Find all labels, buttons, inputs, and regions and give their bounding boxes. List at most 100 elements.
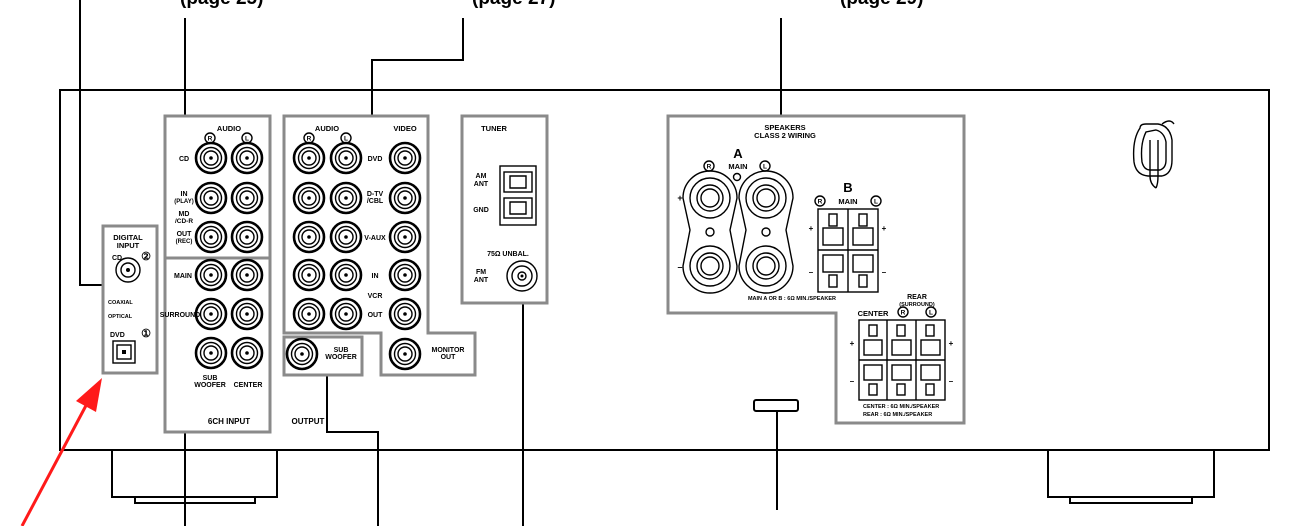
right-foot bbox=[1047, 450, 1215, 504]
digital-input-title-2: INPUT bbox=[117, 241, 140, 250]
sub-out-label: SUB bbox=[334, 347, 349, 354]
av-vcr-out-audio-l-jack[interactable] bbox=[329, 297, 363, 331]
coaxial-jack[interactable] bbox=[115, 257, 141, 283]
optical-jack[interactable] bbox=[112, 340, 136, 364]
svg-text:R: R bbox=[208, 136, 213, 143]
speakers-a-main: MAIN bbox=[728, 162, 747, 171]
center-rear-terminal-block[interactable] bbox=[858, 319, 946, 401]
speaker-a-right-terminal[interactable] bbox=[682, 170, 738, 294]
speakers-section-outline bbox=[666, 114, 966, 425]
optical-label: OPTICAL bbox=[108, 314, 133, 320]
speakers-b-r-marker: R bbox=[814, 195, 826, 207]
sixch-title: 6CH INPUT bbox=[208, 417, 250, 426]
digital-cd-label: CD bbox=[112, 255, 122, 262]
audio-title: AUDIO bbox=[217, 124, 241, 133]
sixch-main-r-jack[interactable] bbox=[194, 258, 228, 292]
red-pointer-arrow bbox=[20, 378, 102, 527]
av-dtv-audio-r-jack[interactable] bbox=[292, 181, 326, 215]
speakers-a-plus: + bbox=[677, 193, 682, 203]
sixch-surround-r-jack[interactable] bbox=[194, 297, 228, 331]
speakers-rear-label: REAR bbox=[907, 294, 927, 301]
ac-power-cord bbox=[1132, 120, 1175, 189]
av-dvd-audio-l-jack[interactable] bbox=[329, 141, 363, 175]
audio-cd-r-jack[interactable] bbox=[194, 141, 228, 175]
sub-out-label-2: WOOFER bbox=[325, 354, 357, 361]
svg-text:R: R bbox=[707, 164, 712, 171]
av-dvd-audio-r-jack[interactable] bbox=[292, 141, 326, 175]
sixch-surround-l-jack[interactable] bbox=[230, 297, 264, 331]
speakers-ab-note: MAIN A OR B : 6Ω MIN./SPEAKER bbox=[748, 296, 836, 302]
av-vcr-in-audio-l-jack[interactable] bbox=[329, 258, 363, 292]
speakers-center-label: CENTER bbox=[858, 309, 889, 318]
monitor-out-video-jack[interactable] bbox=[388, 337, 422, 371]
av-vcr-in-audio-r-jack[interactable] bbox=[292, 258, 326, 292]
speakers-rear-r-marker: R bbox=[897, 306, 909, 318]
sixch-main-label: MAIN bbox=[174, 273, 192, 280]
svg-text:R: R bbox=[901, 310, 906, 317]
sixch-subwoofer-jack[interactable] bbox=[194, 336, 228, 370]
av-dtv-video-jack[interactable] bbox=[388, 181, 422, 215]
audio-cd-l-jack[interactable] bbox=[230, 141, 264, 175]
av-audio-title: AUDIO bbox=[315, 124, 339, 133]
av-vaux-audio-l-jack[interactable] bbox=[329, 220, 363, 254]
audio-section-outline bbox=[163, 114, 272, 434]
av-vaux-audio-r-jack[interactable] bbox=[292, 220, 326, 254]
audio-row-md: MD bbox=[179, 211, 190, 218]
speakers-a-minus: – bbox=[677, 262, 682, 272]
speakers-a-label: A bbox=[733, 146, 743, 161]
speakers-a-r-marker: R bbox=[703, 160, 715, 172]
svg-text:L: L bbox=[344, 136, 348, 143]
audio-md-out-r-jack[interactable] bbox=[194, 220, 228, 254]
speaker-b-terminal-block[interactable] bbox=[817, 208, 879, 293]
sixch-center-jack[interactable] bbox=[230, 336, 264, 370]
am-antenna-terminal[interactable] bbox=[499, 165, 537, 226]
fm-antenna-jack[interactable] bbox=[506, 260, 538, 292]
av-vcr-out-audio-r-jack[interactable] bbox=[292, 297, 326, 331]
av-vaux-label: V-AUX bbox=[364, 235, 386, 242]
power-indicator-slot bbox=[753, 399, 799, 412]
am-ant-label-2: ANT bbox=[474, 181, 489, 188]
audio-row-rec: (REC) bbox=[176, 239, 193, 245]
tuner-section-outline bbox=[460, 114, 549, 305]
subwoofer-output-outline bbox=[282, 335, 364, 377]
av-vcr-out-video-jack[interactable] bbox=[388, 297, 422, 331]
svg-text:L: L bbox=[874, 199, 878, 206]
audio-md-in-r-jack[interactable] bbox=[194, 181, 228, 215]
sixch-center-label: CENTER bbox=[234, 382, 263, 389]
sixch-woofer-label: WOOFER bbox=[194, 382, 226, 389]
av-vcr-label: VCR bbox=[368, 293, 383, 300]
digital-dvd-label: DVD bbox=[110, 332, 125, 339]
audio-row-cdr: /CD-R bbox=[175, 218, 193, 225]
page-ref-middle: (page 27) bbox=[472, 0, 555, 9]
audio-md-in-l-jack[interactable] bbox=[230, 181, 264, 215]
chassis-body bbox=[59, 89, 1270, 451]
speakers-title: SPEAKERS bbox=[764, 123, 805, 132]
monitor-out-label-2: OUT bbox=[441, 354, 457, 361]
audio-md-out-l-jack[interactable] bbox=[230, 220, 264, 254]
av-dtv-audio-l-jack[interactable] bbox=[329, 181, 363, 215]
sixch-main-l-jack[interactable] bbox=[230, 258, 264, 292]
av-section-outline bbox=[282, 114, 477, 377]
av-vcr-in-video-jack[interactable] bbox=[388, 258, 422, 292]
monitor-out-label: MONITOR bbox=[432, 347, 465, 354]
center-impedance-note: CENTER : 6Ω MIN./SPEAKER bbox=[863, 404, 939, 410]
output-label: OUTPUT bbox=[292, 417, 325, 426]
audio-row-in: IN bbox=[181, 191, 188, 198]
audio-l-marker: L bbox=[241, 132, 253, 144]
speakers-b-minus-right: – bbox=[882, 268, 887, 277]
gnd-label: GND bbox=[473, 207, 489, 214]
speakers-cr-plus-left: + bbox=[850, 339, 855, 348]
audio-row-play: (PLAY) bbox=[174, 199, 193, 205]
speaker-a-left-terminal[interactable] bbox=[738, 170, 794, 294]
av-video-title: VIDEO bbox=[393, 124, 417, 133]
av-dtv-label: D-TV bbox=[367, 191, 384, 198]
subwoofer-output-jack[interactable] bbox=[285, 337, 319, 371]
sixch-surround-label: SURROUND bbox=[160, 312, 200, 319]
av-dvd-video-jack[interactable] bbox=[388, 141, 422, 175]
speakers-a-indicator bbox=[732, 172, 742, 182]
svg-text:L: L bbox=[245, 136, 249, 143]
leader-digital-input bbox=[79, 0, 103, 286]
left-foot bbox=[111, 450, 278, 504]
av-vaux-video-jack[interactable] bbox=[388, 220, 422, 254]
